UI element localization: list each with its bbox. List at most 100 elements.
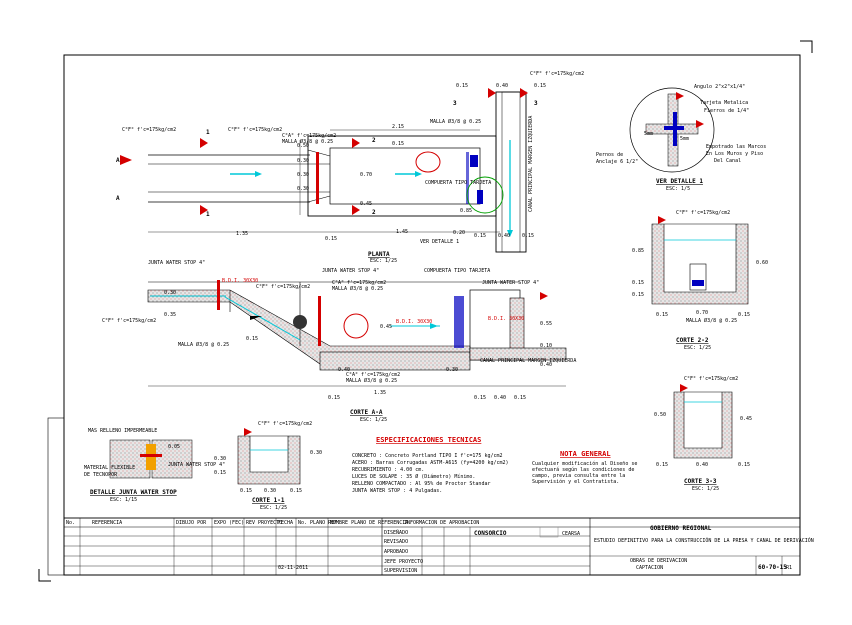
dim: 2.15 bbox=[392, 124, 404, 130]
dim: 0.70 bbox=[696, 310, 708, 316]
tb-header: FECHA bbox=[278, 520, 293, 526]
label-cfc-pc: C°F° f'c=175kg/cm2 bbox=[530, 71, 584, 77]
c22-scale: ESC: 1/25 bbox=[684, 345, 711, 351]
tb-header: NOMBRE PLANO DE REFERENCIA bbox=[330, 520, 408, 526]
label-compuerta: COMPUERTA TIPO TARJETA bbox=[425, 180, 491, 186]
plan-view bbox=[120, 88, 528, 253]
c11-cfc: C°F° f'c=175kg/cm2 bbox=[258, 421, 312, 427]
nota-line: campo, previa consulta entre la bbox=[532, 473, 625, 479]
dim: 0.50 bbox=[297, 143, 309, 149]
spec-title: ESPECIFICACIONES TECNICAS bbox=[376, 436, 481, 444]
label-bdi-right: B.D.I. 30X30 bbox=[488, 316, 524, 322]
tb-captacion: CAPTACION bbox=[636, 565, 663, 571]
dim: 0.15 bbox=[632, 280, 644, 286]
dim: 0.15 bbox=[325, 236, 337, 242]
dim: 0.55 bbox=[540, 321, 552, 327]
dim: 0.15 bbox=[240, 488, 252, 494]
dim: 0.15 bbox=[632, 292, 644, 298]
junta-3: MATERIAL FLEXIBLE bbox=[84, 465, 135, 471]
dim: 0.15 bbox=[738, 312, 750, 318]
junta-5: JUNTA WATER STOP 4" bbox=[168, 462, 225, 468]
plan-title: PLANTA bbox=[368, 251, 390, 258]
spec-line: RELLENO COMPACTADO : Al 95% de Proctor S… bbox=[352, 481, 490, 487]
section-mark-a-left: A bbox=[116, 157, 120, 164]
tb-obras: OBRAS DE DERIVACION bbox=[630, 558, 687, 564]
junta-1: MAS RELLENO IMPERMEABLE bbox=[88, 428, 157, 434]
section-mark-3-right: 3 bbox=[534, 100, 538, 107]
section-mark-1-top: 1 bbox=[206, 129, 210, 136]
label-cfc-ll: C°F° f'c=175kg/cm2 bbox=[228, 127, 282, 133]
title-block bbox=[63, 517, 801, 576]
section-mark-1-bot: 1 bbox=[206, 211, 210, 218]
crop-mark-bl bbox=[38, 569, 51, 582]
section-3-3 bbox=[673, 384, 733, 459]
dim: 0.85 bbox=[632, 248, 644, 254]
tb-logo2: CEARSA bbox=[562, 531, 580, 537]
tb-header: EXPO (FEC) bbox=[214, 520, 244, 526]
dim: 0.30 bbox=[297, 158, 309, 164]
dim: 0.30 bbox=[297, 186, 309, 192]
dim: 0.30 bbox=[297, 172, 309, 178]
dim: 0.40 bbox=[496, 83, 508, 89]
c22-cfc: C°F° f'c=175kg/cm2 bbox=[676, 210, 730, 216]
det1-perno: Pernos de bbox=[596, 152, 623, 158]
dim: 0.15 bbox=[656, 312, 668, 318]
label-bdi-mid: B.D.I. 30X30 bbox=[396, 319, 432, 325]
dim: 0.10 bbox=[540, 343, 552, 349]
tb-rev: R1 bbox=[786, 565, 792, 571]
left-strip bbox=[47, 417, 65, 576]
dim: 0.30 bbox=[264, 488, 276, 494]
section-mark-a-right: A bbox=[116, 195, 120, 202]
label-cfc-sec-top: C°F° f'c=175kg/cm2 bbox=[256, 284, 310, 290]
section-mark-3-left: 3 bbox=[453, 100, 457, 107]
dim: 0.45 bbox=[380, 324, 392, 330]
det1-scale: ESC: 1/5 bbox=[666, 186, 690, 192]
label-junta-ws2: JUNTA WATER STOP 4" bbox=[322, 268, 379, 274]
label-canal-sec: CANAL PRINCIPAL MARGEN IZQUIERDA bbox=[480, 358, 576, 364]
dim: 0.30 bbox=[164, 290, 176, 296]
spec-line: LUCES DE SOLAPE : 35 Ø (Diámetro) Mínimo… bbox=[352, 473, 475, 480]
dim: 0.15 bbox=[290, 488, 302, 494]
dim: 0.40 bbox=[498, 233, 510, 239]
det1-tarjeta: Tarjeta Metalica bbox=[700, 100, 748, 106]
tb-header: DIBUJO POR bbox=[176, 520, 207, 526]
c22-malla: MALLA Ø3/8 @ 0.25 bbox=[686, 317, 737, 324]
dim: 0.40 bbox=[540, 362, 552, 368]
label-cac-sec: C°A° f'c=175kg/cm2 bbox=[332, 280, 386, 286]
waterstop-detail bbox=[109, 439, 193, 479]
section-a-a bbox=[147, 280, 567, 387]
label-canal-vertical: CANAL PRINCIPAL MARGEN IZQUIERDA bbox=[528, 116, 534, 212]
label-compuerta2: COMPUERTA TIPO TARJETA bbox=[424, 268, 490, 274]
section-2-2 bbox=[651, 216, 749, 305]
section-aa-scale: ESC: 1/25 bbox=[360, 417, 387, 423]
crop-mark-tr bbox=[800, 40, 813, 53]
spec-line: CONCRETO : Concreto Portland TIPO I f'c=… bbox=[352, 453, 503, 459]
nota-line: efectuará según las condiciones de bbox=[532, 466, 634, 473]
tb-role: SUPERVISION bbox=[384, 568, 417, 574]
det1-emp: Empotrado las Marcos bbox=[706, 144, 766, 150]
det1-perno2: Anclaje 6 1/2" bbox=[596, 159, 638, 165]
section-1-1 bbox=[237, 428, 301, 485]
label-cfc-pct: C°F° f'c=175kg/cm2 bbox=[122, 127, 176, 133]
dim: 0.15 bbox=[474, 395, 486, 401]
label-cac-sec-b: C°A° f'c=175kg/cm2 bbox=[346, 372, 400, 378]
c33-cfc: C°F° f'c=175kg/cm2 bbox=[684, 376, 738, 382]
junta-title: DETALLE JUNTA WATER STOP bbox=[90, 489, 177, 496]
label-malla-sec2: MALLA Ø3/8 @ 0.25 bbox=[178, 341, 229, 348]
dim: 0.70 bbox=[360, 172, 372, 178]
dim: 0.15 bbox=[522, 233, 534, 239]
dim: 0.45 bbox=[360, 201, 372, 207]
spec-line: JUNTA WATER STOP : 4 Pulgadas. bbox=[352, 488, 442, 494]
label-bdi: B.D.I. 30X30 bbox=[222, 278, 258, 284]
tb-plano: 60-70-15 bbox=[758, 564, 787, 571]
det1-title: VER DETALLE 1 bbox=[656, 178, 703, 185]
label-cfc-sec-left: C°F° f'c=175kg/cm2 bbox=[102, 318, 156, 324]
label-junta-ws: JUNTA WATER STOP 4" bbox=[148, 260, 205, 266]
tb-proyecto: ESTUDIO DEFINITIVO PARA LA CONSTRUCCIÓN … bbox=[594, 537, 814, 544]
c11-scale: ESC: 1/25 bbox=[260, 505, 287, 511]
dim: 0.15 bbox=[534, 83, 546, 89]
spec-line: RECUBRIMIENTO : 4.00 cm. bbox=[352, 467, 424, 473]
det1-emp2: En Los Muros y Piso bbox=[706, 151, 763, 157]
dim: 0.15 bbox=[246, 336, 258, 342]
nota-title: NOTA GENERAL bbox=[560, 450, 611, 458]
